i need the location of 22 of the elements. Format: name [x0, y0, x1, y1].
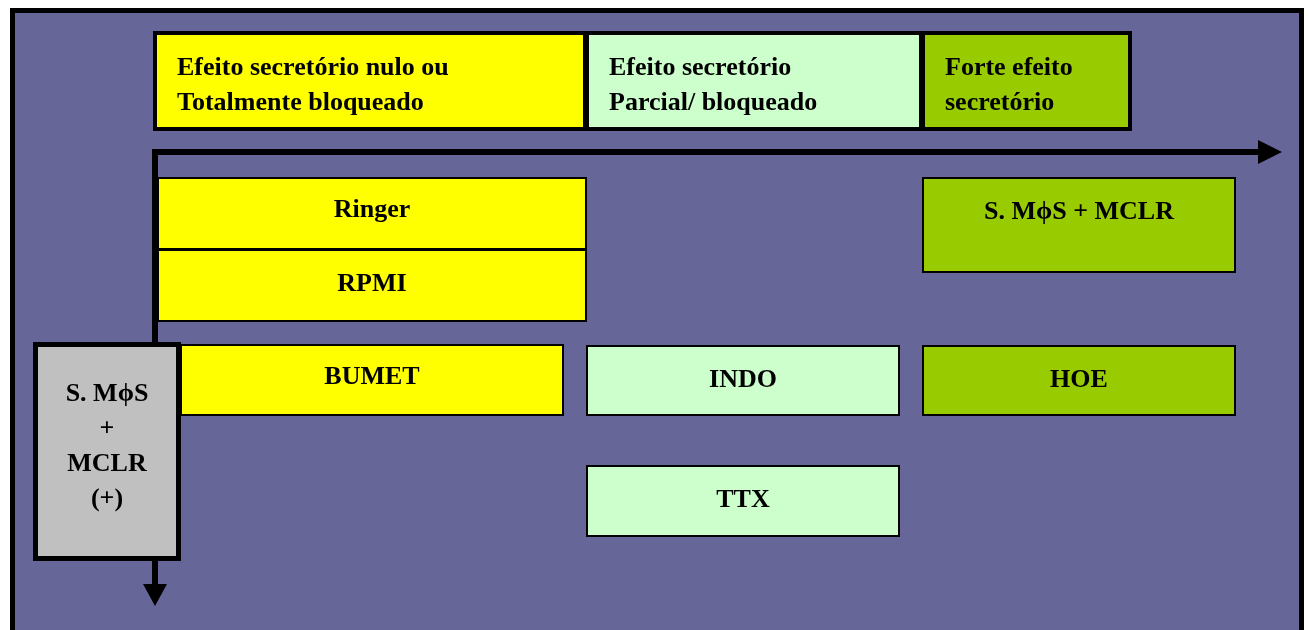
header-box — [921, 31, 1132, 131]
category-box — [157, 249, 587, 322]
box-label: Efeito secretório Parcial/ bloqueado — [609, 51, 819, 119]
box-label: Forte efeito secretório — [945, 51, 1074, 119]
box-label: RPMI — [337, 267, 407, 299]
category-box — [922, 345, 1236, 416]
category-box — [586, 345, 900, 416]
header-box — [585, 31, 923, 131]
box-label: BUMET — [324, 360, 420, 392]
category-box — [180, 344, 564, 416]
box-label: S. MϕS + MCLR (+) — [64, 377, 150, 515]
box-label: INDO — [709, 363, 777, 395]
category-box — [33, 342, 181, 561]
header-box — [153, 31, 587, 131]
category-box — [922, 177, 1236, 273]
box-label: S. MϕS + MCLR — [984, 195, 1174, 227]
box-label: TTX — [716, 483, 770, 515]
category-box — [586, 465, 900, 537]
box-label: Efeito secretório nulo ou Totalmente bloqueado — [177, 51, 450, 119]
box-label: Ringer — [333, 193, 411, 225]
category-box — [157, 177, 587, 250]
box-label: HOE — [1050, 363, 1108, 395]
